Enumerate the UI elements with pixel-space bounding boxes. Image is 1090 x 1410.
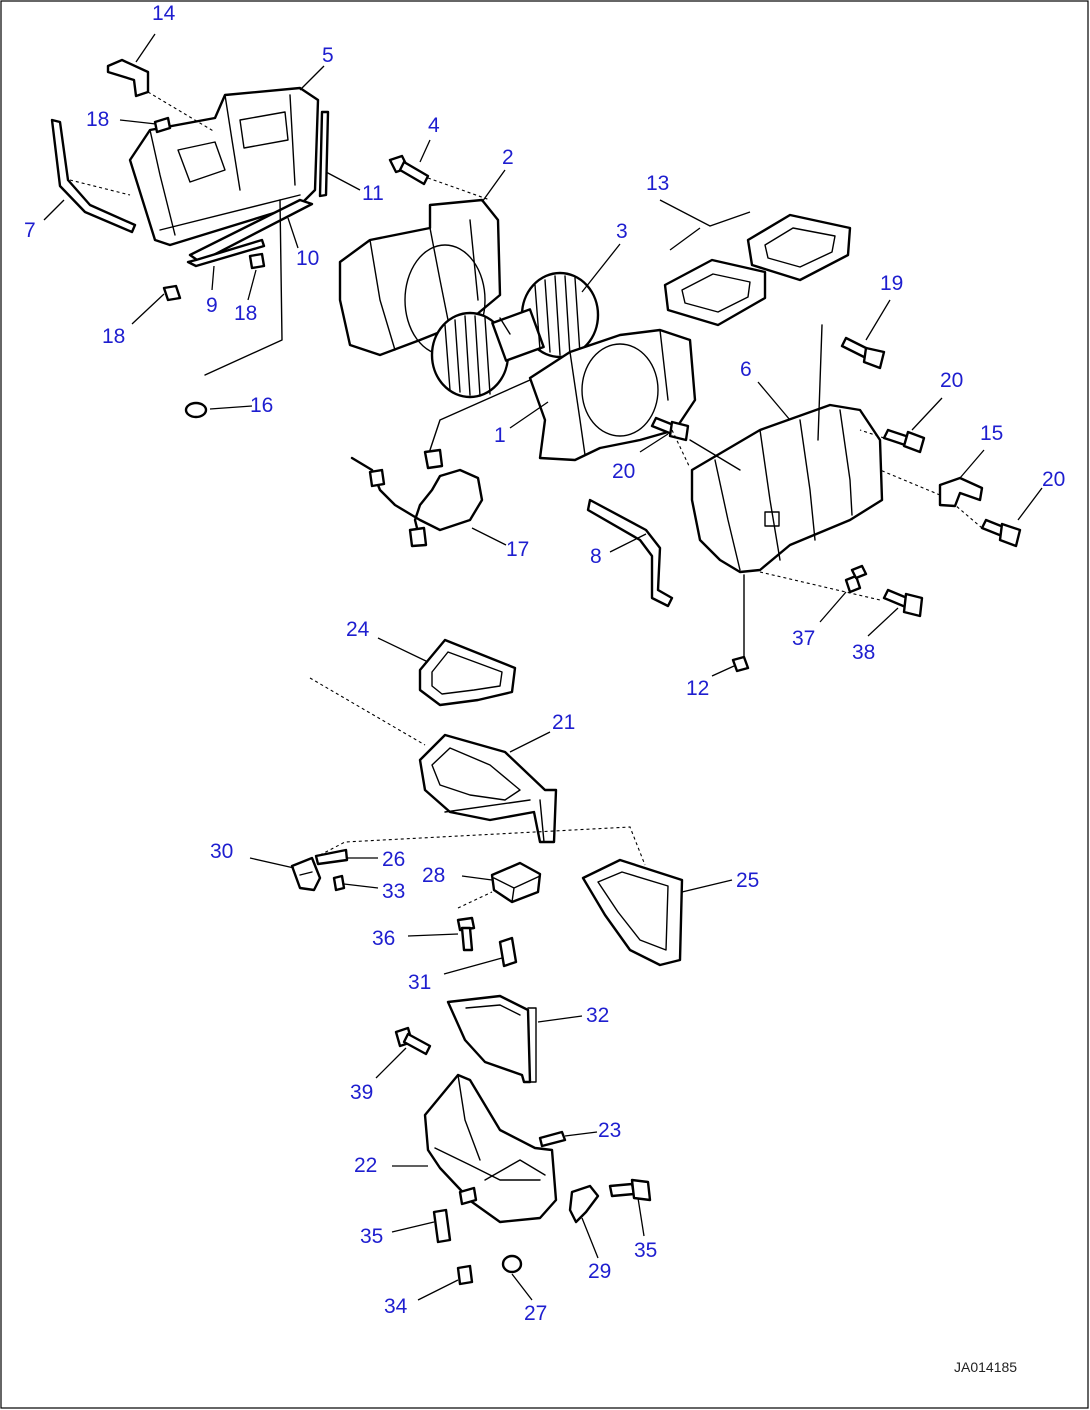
callout-22: 22 (354, 1154, 377, 1177)
callout-labels: 14 5 18 4 2 11 13 7 10 3 9 18 18 19 16 6… (24, 2, 1065, 1325)
part-clip-18b (248, 252, 266, 270)
callout-21: 21 (552, 711, 575, 734)
callout-32: 32 (586, 1004, 609, 1027)
callout-35: 35 (360, 1225, 383, 1248)
part-upper-housing-5 (128, 86, 320, 247)
part-duct-21 (418, 733, 558, 844)
callout-30: 30 (210, 840, 233, 863)
part-clip-29 (568, 1184, 600, 1224)
part-bracket-15 (938, 476, 984, 508)
callout-29: 29 (588, 1260, 611, 1283)
part-resistor-28 (490, 861, 542, 904)
callout-38: 38 (852, 641, 875, 664)
callout-16: 16 (250, 394, 273, 417)
part-gasket-13a (746, 213, 852, 282)
part-washer-37 (844, 564, 868, 594)
callout-10: 10 (296, 247, 319, 270)
assembly-lines (69, 91, 983, 909)
part-lower-housing-22 (423, 1073, 558, 1224)
callout-15: 15 (980, 422, 1003, 445)
callout-5: 5 (322, 44, 334, 67)
callout-39: 39 (350, 1081, 373, 1104)
part-bolt-20c (980, 518, 1022, 548)
callout-19: 19 (880, 272, 903, 295)
callout-18: 18 (102, 325, 125, 348)
part-link-26 (314, 848, 349, 866)
part-bracket-8 (586, 498, 674, 608)
callout-20: 20 (940, 369, 963, 392)
callout-9: 9 (206, 294, 218, 317)
callout-31: 31 (408, 971, 431, 994)
part-bolt-4 (388, 154, 430, 186)
part-plug-16 (184, 401, 208, 419)
part-blower-wheel-3 (430, 271, 600, 399)
part-bolt-35b (608, 1178, 652, 1202)
callout-17: 17 (506, 538, 529, 561)
part-bolt-38 (882, 588, 924, 618)
callout-4: 4 (428, 114, 440, 137)
part-rod-11 (318, 110, 330, 198)
callout-35: 35 (634, 1239, 657, 1262)
callout-18: 18 (86, 108, 109, 131)
callout-7: 7 (24, 219, 36, 242)
part-screw-33 (332, 874, 346, 892)
part-connector-31 (498, 936, 518, 968)
callout-34: 34 (384, 1295, 408, 1318)
callout-14: 14 (152, 2, 176, 25)
part-bolt-19 (840, 336, 886, 370)
part-gasket-24 (418, 638, 517, 707)
callout-13: 13 (646, 172, 669, 195)
part-plate-32 (446, 994, 537, 1084)
part-rod-9 (186, 238, 266, 268)
part-clip-18a (153, 116, 172, 134)
callout-18: 18 (234, 302, 257, 325)
callout-23: 23 (598, 1119, 621, 1142)
part-rod-23 (538, 1130, 567, 1148)
callout-12: 12 (686, 677, 709, 700)
figure-code: JA014185 (954, 1359, 1017, 1375)
part-case-6 (690, 403, 884, 574)
part-bracket-7 (50, 118, 137, 234)
callout-3: 3 (616, 220, 628, 243)
callout-28: 28 (422, 864, 445, 887)
part-clip-18c (162, 284, 182, 302)
part-nut-12 (731, 655, 750, 673)
part-gasket-25 (581, 858, 684, 967)
leader-lines (43, 33, 1043, 1301)
part-actuator-30 (290, 856, 322, 892)
callout-25: 25 (736, 869, 759, 892)
callout-33: 33 (382, 880, 405, 903)
part-gasket-13b (663, 258, 767, 327)
part-plug-27 (501, 1254, 523, 1274)
callout-8: 8 (590, 545, 602, 568)
callout-2: 2 (502, 146, 514, 169)
part-bolt-39 (394, 1026, 432, 1056)
part-bolt-20b (882, 428, 926, 454)
part-screw-36 (456, 916, 476, 952)
part-nut-34 (456, 1264, 474, 1286)
part-bolt-35a (432, 1186, 478, 1244)
callout-1: 1 (494, 424, 506, 447)
callout-24: 24 (346, 618, 370, 641)
callout-20: 20 (612, 460, 635, 483)
callout-37: 37 (792, 627, 815, 650)
callout-27: 27 (524, 1302, 547, 1325)
callout-36: 36 (372, 927, 395, 950)
callout-11: 11 (362, 182, 384, 205)
part-bracket-14 (106, 58, 150, 98)
callout-20: 20 (1042, 468, 1065, 491)
part-harness-17 (350, 448, 484, 548)
callout-6: 6 (740, 358, 752, 381)
callout-26: 26 (382, 848, 405, 871)
